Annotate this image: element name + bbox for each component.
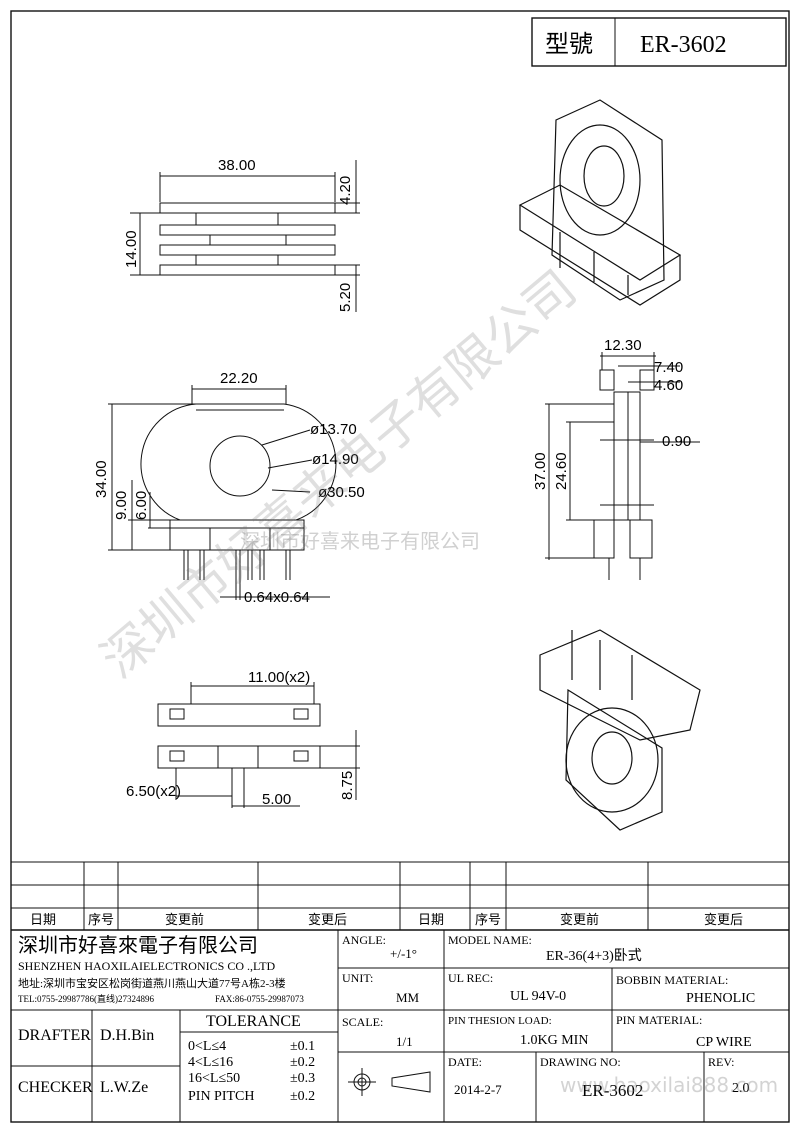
company-name-en: SHENZHEN HAOXILAIELECTRONICS CO .,LTD [18,959,276,973]
dim-e: ø13.70 [310,421,357,438]
dim-090: 0.90 [662,433,691,450]
projection-symbol-icon [348,1068,431,1096]
tol-range-4: PIN PITCH [188,1089,255,1104]
dim-740: 7.40 [654,359,683,376]
pin-load-label: PIN THESION LOAD: [448,1015,552,1027]
company-fax: FAX:86-0755-29987073 [215,994,304,1004]
dim-9: 9.00 [113,491,130,520]
tol-value-4: ±0.2 [290,1089,315,1104]
drawing-no-value: ER-3602 [582,1081,643,1100]
tol-value-1: ±0.1 [290,1039,315,1054]
rev-h-before-1: 变更前 [165,912,204,927]
watermark-mid: 深圳市好喜来电子有限公司 [240,529,480,553]
dim-2460: 24.60 [553,452,570,490]
rev-h-before-2: 变更前 [560,912,599,927]
top-view [130,160,360,312]
date-value: 2014-2-7 [454,1082,502,1097]
drafter-name: D.H.Bin [100,1027,154,1044]
drafter-label: DRAFTER [18,1027,91,1044]
bobbin-label: BOBBIN MATERIAL: [616,973,728,987]
model-label: 型號 [545,31,593,58]
tol-value-3: ±0.3 [290,1071,315,1086]
dim-1230: 12.30 [604,337,642,354]
rev-h-after-1: 变更后 [308,912,347,927]
iso-view-bottom [539,629,701,831]
unit-label: UNIT: [342,971,373,985]
side-view [545,352,700,580]
tol-range-1: 0<L≤4 [188,1039,226,1054]
rev-h-seq-2: 序号 [475,912,501,927]
dim-460: 4.60 [654,377,683,394]
checker-name: L.W.Ze [100,1079,148,1096]
bobbin-value: PHENOLIC [686,991,755,1006]
date-label: DATE: [448,1055,482,1069]
dim-m: 11.00(x2) [248,669,310,686]
tolerance-title: TOLERANCE [206,1013,301,1030]
watermark-url: www.haoxilai888.com [560,1073,778,1097]
iso-view-top [518,99,682,306]
angle-value: +/-1° [390,946,417,961]
dim-n: 6.50(x2) [126,783,181,800]
rev-label: REV: [708,1055,734,1069]
dim-f: ø14.90 [312,451,359,468]
company-tel: TEL:0755-29987786(直线)27324896 [18,993,154,1004]
dim-420: 4.20 [337,176,354,205]
scale-value: 1/1 [396,1034,413,1049]
dim-1400: 14.00 [123,230,140,268]
model-name-value: ER-36(4+3)卧式 [546,948,642,964]
dim-pin: 0.64x0.64 [244,589,310,606]
dim-38: 38.00 [218,157,256,174]
bottom-view [157,682,360,808]
rev-h-after-2: 变更后 [704,912,743,927]
scale-label: SCALE: [342,1015,383,1029]
pin-material-label: PIN MATERIAL: [616,1013,702,1027]
dim-3700: 37.00 [532,452,549,490]
pin-load-value: 1.0KG MIN [520,1033,588,1048]
ul-label: UL REC: [448,971,493,985]
dim-6: 6.00 [133,491,150,520]
company-name-cn: 深圳市好喜來電子有限公司 [18,934,258,957]
rev-h-date-1: 日期 [30,912,56,927]
tol-value-2: ±0.2 [290,1055,315,1070]
dim-520: 5.20 [337,283,354,312]
tol-range-2: 4<L≤16 [188,1055,233,1070]
dim-o: 5.00 [262,791,291,808]
unit-value: MM [396,990,420,1005]
dim-2220: 22.20 [220,370,258,387]
model-name-label: MODEL NAME: [448,933,532,947]
tol-range-3: 16<L≤50 [188,1071,240,1086]
dim-34: 34.00 [93,460,110,498]
company-address: 地址:深圳市宝安区松岗街道燕川燕山大道77号A栋2-3楼 [18,976,286,990]
front-view [108,385,337,600]
pin-material-value: CP WIRE [696,1035,752,1050]
dim-p: 8.75 [339,771,356,800]
watermark-diagonal: 深圳市好喜来电子有限公司 [90,259,587,689]
rev-value: 2.0 [732,1081,750,1096]
angle-label: ANGLE: [342,933,386,947]
checker-label: CHECKER [18,1079,93,1096]
model-value: ER-3602 [640,32,727,58]
ul-value: UL 94V-0 [510,989,566,1004]
drawing-no-label: DRAWING NO: [540,1055,621,1069]
rev-h-seq-1: 序号 [88,912,114,927]
dim-g: ø30.50 [318,484,365,501]
rev-h-date-2: 日期 [418,912,444,927]
